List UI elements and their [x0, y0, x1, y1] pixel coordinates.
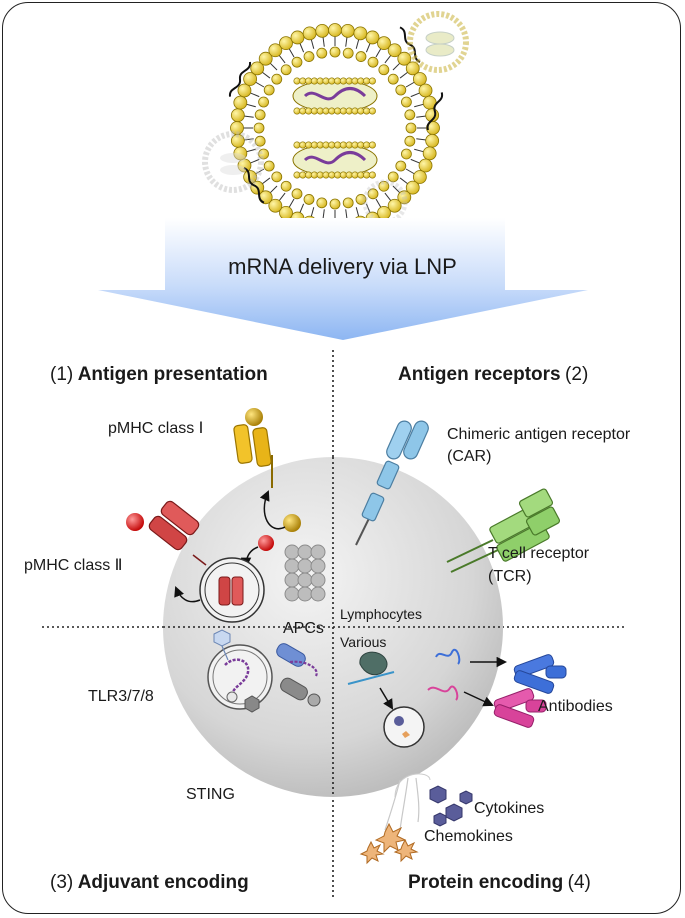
- sting-label: STING: [186, 786, 235, 803]
- ribosome-icon: [347, 651, 395, 685]
- antibody-pink-icon: [493, 688, 547, 728]
- delivery-label: mRNA delivery via LNP: [228, 254, 457, 279]
- small-lnp-icon: [407, 11, 469, 73]
- pmhc-class-1-icon: [233, 408, 273, 488]
- small-lnp-icon: [202, 131, 264, 193]
- tcr-label-line2: (TCR): [488, 568, 532, 585]
- q1-number: (1): [50, 364, 74, 385]
- mrna-blue-icon: [435, 648, 461, 665]
- q2-title: Antigen receptors: [398, 364, 561, 385]
- proteasome-icon: [284, 544, 326, 602]
- mrna-pink-icon: [427, 685, 459, 701]
- tcr-label-line1: T cell receptor: [488, 545, 590, 562]
- q2-heading: Antigen receptors (2): [398, 364, 588, 386]
- antigen-peptide-icon: [283, 514, 301, 532]
- q1-title: Antigen presentation: [77, 364, 268, 385]
- cytokine-icons: [429, 785, 473, 827]
- various-label: Various: [340, 634, 387, 650]
- lipid-nanoparticle-icon: [228, 23, 444, 233]
- secretion-pore: [394, 773, 431, 798]
- endosome-icon: [199, 557, 265, 623]
- q3-number: (3): [50, 872, 74, 893]
- delivery-arrow: [98, 218, 588, 340]
- car-icon: [355, 420, 429, 546]
- q4-number: (4): [567, 872, 591, 893]
- q4-heading: Protein encoding (4): [408, 872, 591, 894]
- tlr-label: TLR3/7/8: [88, 688, 154, 705]
- q4-title: Protein encoding: [408, 872, 564, 893]
- q3-heading: (3) Adjuvant encoding: [50, 872, 249, 894]
- q3-title: Adjuvant encoding: [77, 872, 249, 893]
- cytokines-label: Cytokines: [474, 800, 545, 817]
- chemokine-icons: [359, 822, 419, 865]
- antigen-peptide-icon: [258, 535, 274, 551]
- q2-number: (2): [565, 364, 589, 385]
- tcr-icon: [446, 488, 561, 573]
- pmhc-class-1-label: pMHC class Ⅰ: [108, 420, 204, 437]
- vesicle-icon: [383, 706, 425, 748]
- chemokines-label: Chemokines: [424, 828, 513, 845]
- antibodies-label: Antibodies: [538, 698, 613, 715]
- lymphocytes-label: Lymphocytes: [340, 606, 422, 622]
- apcs-label: APCs: [283, 620, 324, 637]
- tlr-endosome-icon: [207, 629, 273, 713]
- pmhc-class-2-icon: [126, 500, 207, 566]
- sting-icon: [276, 643, 321, 707]
- pmhc-class-2-label: pMHC class Ⅱ: [24, 557, 123, 574]
- antibody-blue-icon: [513, 654, 567, 694]
- car-label-line2: (CAR): [447, 448, 492, 465]
- car-label-line1: Chimeric antigen receptor: [447, 426, 631, 443]
- q1-heading: (1) Antigen presentation: [50, 364, 268, 386]
